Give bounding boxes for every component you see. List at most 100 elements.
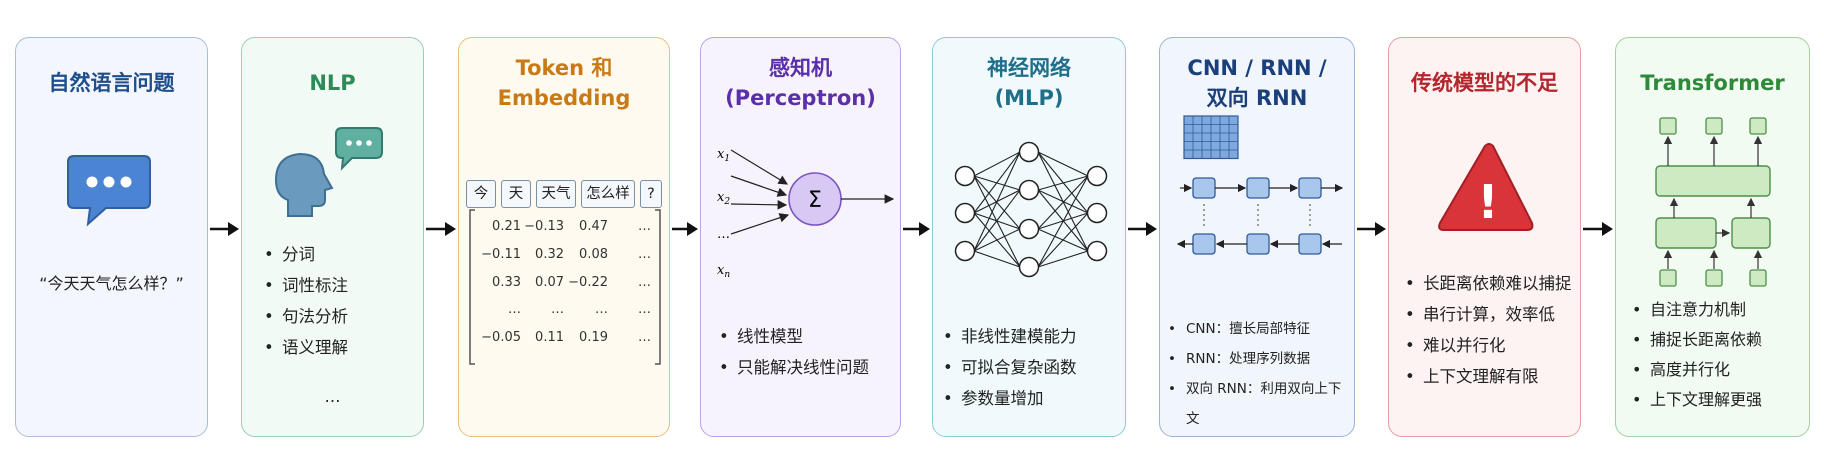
- rnn-cell: [1246, 177, 1270, 199]
- mlp-edge: [973, 151, 1021, 252]
- list-item: 非线性建模能力: [943, 321, 1077, 352]
- matrix-cell: 0.33: [492, 275, 521, 290]
- matrix-cell: …: [638, 330, 651, 345]
- card-title-line2: 双向 RNN: [1206, 86, 1308, 110]
- matrix-cell: …: [638, 302, 651, 317]
- rnn-cell: [1298, 177, 1322, 199]
- card-traditional-limitations: 传统模型的不足 ! 长距离依赖难以捕捉 串行计算，效率低 难以并行化 上下文理解…: [1388, 37, 1581, 437]
- transformer-layer: [1655, 217, 1717, 249]
- mlp-edge: [973, 151, 1021, 177]
- input-token: [1659, 269, 1677, 287]
- mlp-edge: [1037, 175, 1089, 268]
- list-item: 双向 RNN：利用双向上下文: [1168, 374, 1354, 434]
- ellipsis: …: [324, 387, 341, 406]
- perceptron-diagram: x1 x2 … xn Σ: [717, 147, 895, 280]
- list-item: 可拟合复杂函数: [943, 352, 1077, 383]
- mlp-edge: [1037, 212, 1089, 268]
- list-item: RNN：处理序列数据: [1168, 344, 1354, 374]
- list-item: CNN：擅长局部特征: [1168, 314, 1354, 344]
- mlp-node: [954, 202, 976, 224]
- list-item: 上下文理解更强: [1632, 385, 1762, 415]
- matrix-cell: 0.11: [535, 330, 564, 345]
- card-cnn-rnn: CNN / RNN / 双向 RNN CNN：擅长局部特征 RNN：处理序列数据…: [1159, 37, 1355, 437]
- mlp-edge: [1037, 175, 1089, 191]
- matrix-brackets: [469, 209, 661, 365]
- token: ?: [640, 180, 662, 208]
- svg-text:!: !: [1478, 175, 1499, 229]
- flow-arrow: [1357, 222, 1386, 236]
- input-ellipsis: …: [717, 227, 730, 242]
- matrix-cell: …: [638, 219, 651, 234]
- flow-arrow: [1128, 222, 1157, 236]
- flow-arrow: [210, 222, 239, 236]
- list-item: 长距离依赖难以捕捉: [1405, 268, 1572, 299]
- list-item: 语义理解: [264, 332, 348, 363]
- birnn-cell: [1246, 233, 1270, 255]
- card-title: NLP: [309, 71, 356, 95]
- mlp-edge: [1037, 250, 1089, 268]
- card-title-line2: (MLP): [994, 86, 1064, 110]
- matrix-cell: …: [551, 302, 564, 317]
- input-token: [1705, 269, 1723, 287]
- input-x2: x2: [717, 190, 730, 207]
- card-transformer: Transformer 自注意力机制 捕捉长距离依赖 高度并行化 上下文理解更强: [1615, 37, 1810, 437]
- matrix-cell: 0.32: [535, 247, 564, 262]
- list-item: 句法分析: [264, 301, 348, 332]
- example-question: “今天天气怎么样？”: [39, 274, 184, 293]
- card-title-line1: 感知机: [769, 56, 832, 80]
- card-token-embedding: Token 和 Embedding 今 天 天气 怎么样 ? 0.21−0.13…: [458, 37, 670, 437]
- matrix-cell: 0.19: [579, 330, 608, 345]
- flow-arrow: [672, 222, 698, 236]
- matrix-cell: 0.21: [492, 219, 521, 234]
- matrix-cell: −0.11: [481, 247, 521, 262]
- list-item: 上下文理解有限: [1405, 361, 1572, 392]
- matrix-cell: …: [638, 247, 651, 262]
- card-title: 传统模型的不足: [1411, 71, 1558, 95]
- matrix-cell: −0.05: [481, 330, 521, 345]
- input-token: [1749, 269, 1767, 287]
- card-title-line1: Token 和: [515, 56, 613, 80]
- list-item: 词性标注: [264, 270, 348, 301]
- matrix-cell: …: [638, 275, 651, 290]
- output-token: [1659, 117, 1677, 135]
- chat-bubble-icon: [67, 155, 151, 227]
- mlp-edge: [1037, 189, 1089, 214]
- mlp-node: [1018, 141, 1040, 163]
- mlp-node: [954, 240, 976, 262]
- input-xn: xn: [717, 263, 730, 280]
- mlp-edge: [973, 189, 1021, 252]
- mlp-edge: [1037, 151, 1089, 177]
- list-item: 高度并行化: [1632, 355, 1762, 385]
- matrix-cell: 0.08: [579, 247, 608, 262]
- matrix-cell: 0.07: [535, 275, 564, 290]
- transformer-features: 自注意力机制 捕捉长距离依赖 高度并行化 上下文理解更强: [1632, 295, 1762, 415]
- list-item: 线性模型: [719, 321, 869, 352]
- flow-arrow: [1583, 222, 1613, 236]
- list-item: 分词: [264, 239, 348, 270]
- mlp-node: [1086, 240, 1108, 262]
- list-item: 难以并行化: [1405, 330, 1572, 361]
- mlp-network-diagram: [954, 141, 1108, 278]
- card-nlp: NLP 分词 词性标注 句法分析 语义理解 …: [241, 37, 424, 437]
- list-item: 串行计算，效率低: [1405, 299, 1572, 330]
- output-token: [1749, 117, 1767, 135]
- card-title-line1: CNN / RNN /: [1187, 56, 1327, 80]
- card-mlp: 神经网络 (MLP) 非线性建模能力 可拟合复杂函数 参数量增加: [932, 37, 1126, 437]
- mlp-node: [1018, 218, 1040, 240]
- mlp-edge: [973, 250, 1021, 268]
- flow-arrow: [903, 222, 930, 236]
- warning-icon: !: [1438, 143, 1534, 231]
- card-title-line1: 神经网络: [987, 56, 1071, 80]
- card-title-line2: Embedding: [497, 86, 631, 110]
- birnn-cell: [1192, 233, 1216, 255]
- list-item: 参数量增加: [943, 383, 1077, 414]
- card-title: 自然语言问题: [48, 71, 175, 95]
- mlp-node: [1018, 256, 1040, 278]
- mlp-node: [954, 165, 976, 187]
- transformer-layer: [1731, 217, 1771, 249]
- mlp-node: [1086, 202, 1108, 224]
- perceptron-features: 线性模型 只能解决线性问题: [719, 321, 869, 383]
- input-x1: x1: [717, 147, 730, 164]
- model-features: CNN：擅长局部特征 RNN：处理序列数据 双向 RNN：利用双向上下文: [1168, 314, 1354, 434]
